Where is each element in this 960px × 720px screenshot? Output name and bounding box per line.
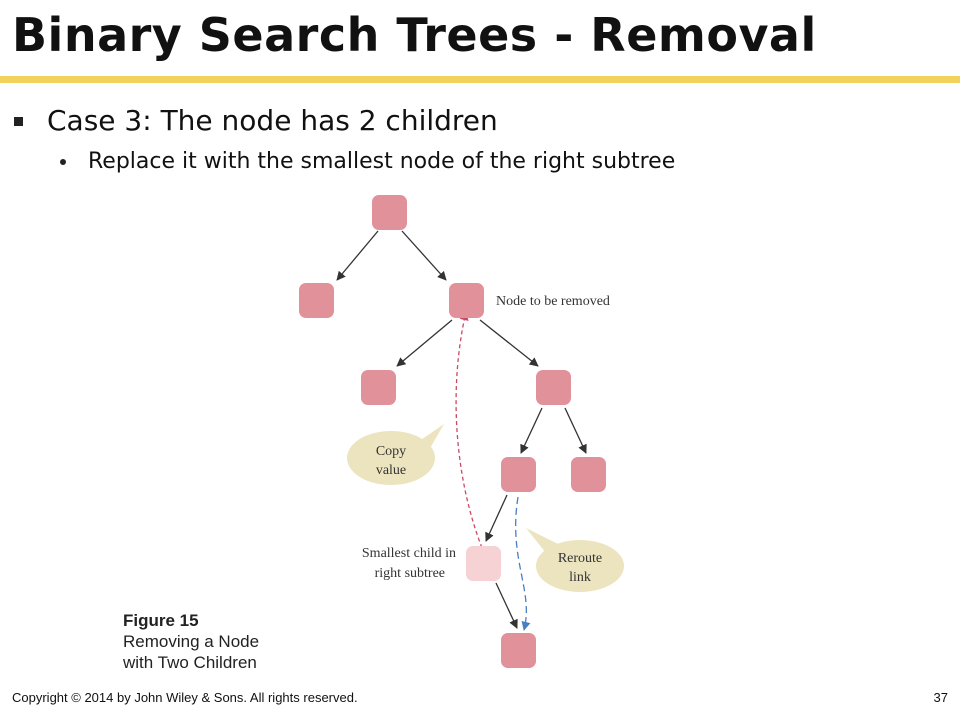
edge-root-left [336, 230, 379, 281]
edge-right-left [520, 407, 543, 454]
tree-nodes [299, 195, 606, 668]
figure-caption: Figure 15 Removing a Node with Two Child… [123, 610, 259, 673]
label-smallest-line1: Smallest child in [362, 546, 456, 561]
callout-reroute-line2: link [569, 570, 591, 585]
slide-title: Binary Search Trees - Removal [12, 8, 817, 62]
square-bullet-icon [14, 117, 23, 126]
node-smallest-child [466, 546, 501, 581]
copyright-footer: Copyright © 2014 by John Wiley & Sons. A… [12, 690, 358, 705]
edge-root-right [401, 230, 447, 281]
node-removed-right-child [536, 370, 571, 405]
callout-reroute-link: Reroute link [526, 528, 624, 592]
page-number: 37 [933, 690, 948, 705]
tree-edges [336, 230, 587, 629]
node-right-right [571, 457, 606, 492]
callout-copy-line2: value [376, 463, 406, 478]
sub-bullet-replace: Replace it with the smallest node of the… [60, 149, 675, 174]
figure-number: Figure 15 [123, 611, 199, 630]
title-underline [0, 76, 960, 83]
edge-to-smallest [485, 494, 508, 542]
edge-smallest-child [495, 582, 518, 629]
node-right-left [501, 457, 536, 492]
figure-caption-line1: Removing a Node [123, 632, 260, 651]
figure-caption-line2: with Two Children [123, 653, 257, 672]
callout-reroute-line1: Reroute [558, 551, 602, 566]
node-root [372, 195, 407, 230]
callout-copy-value: Copy value [347, 424, 444, 485]
node-to-be-removed [449, 283, 484, 318]
edge-removed-left [396, 319, 453, 367]
reroute-link-arrow [515, 496, 531, 631]
bullet-case-3: Case 3: The node has 2 children [14, 104, 498, 137]
edge-removed-right [479, 319, 539, 367]
round-bullet-icon [60, 158, 66, 165]
bullet-case-3-text: Case 3: The node has 2 children [47, 104, 498, 137]
callout-copy-line1: Copy [376, 444, 406, 459]
edge-right-right [564, 407, 587, 454]
sub-bullet-replace-text: Replace it with the smallest node of the… [88, 149, 676, 174]
node-smallest-child-right [501, 633, 536, 668]
label-smallest-line2: right subtree [375, 566, 445, 581]
label-node-to-be-removed: Node to be removed [496, 294, 610, 309]
node-left [299, 283, 334, 318]
copy-value-arrow [455, 311, 483, 549]
node-removed-left-child [361, 370, 396, 405]
